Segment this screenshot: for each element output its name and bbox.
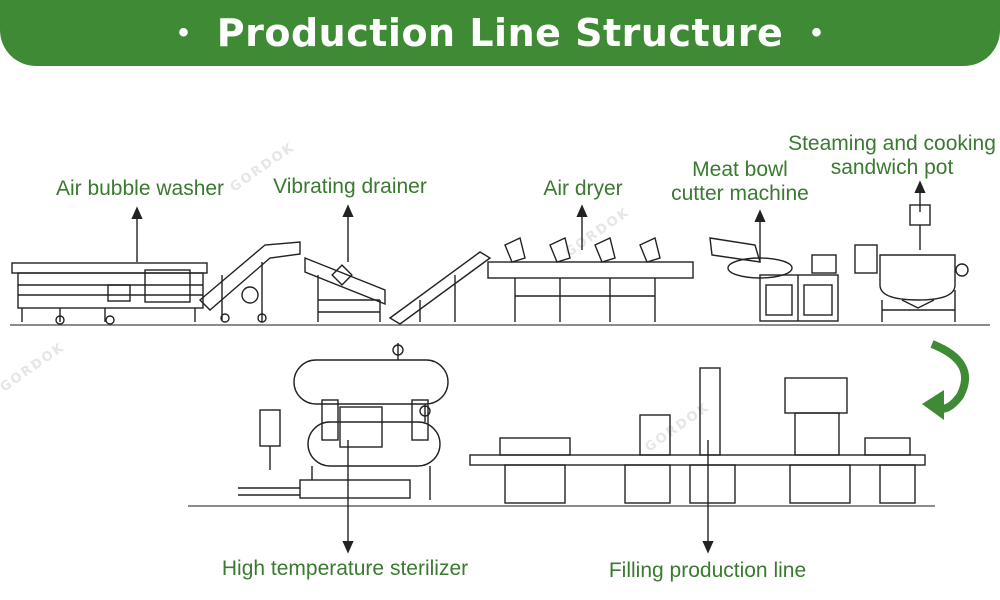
inclined-conveyor	[388, 251, 492, 325]
title-bullet-right: •	[811, 16, 822, 49]
label-air-dryer: Air dryer	[543, 177, 623, 200]
air-bubble-washer-machine	[11, 262, 208, 325]
title-bullet-left: •	[178, 16, 189, 49]
elevator-conveyor	[198, 241, 301, 323]
label-steaming-pot: Steaming and cooking sandwich pot	[786, 132, 998, 180]
label-line: Steaming and cooking	[788, 132, 996, 155]
sterilizer-machine	[238, 343, 449, 500]
flow-direction-arrow	[922, 340, 969, 420]
label-line: Meat bowl	[692, 158, 788, 181]
page-title: Production Line Structure	[216, 11, 784, 55]
vibrating-drainer-machine	[304, 256, 386, 322]
air-dryer-machine	[487, 237, 694, 322]
label-meat-bowl-cutter: Meat bowl cutter machine	[665, 158, 815, 206]
sandwich-pot-machine	[854, 204, 969, 322]
label-line: sandwich pot	[830, 156, 954, 179]
meat-bowl-cutter-machine	[709, 237, 839, 322]
label-vibrating-drainer: Vibrating drainer	[273, 175, 427, 198]
filling-line-machine	[469, 367, 926, 504]
label-sterilizer: High temperature sterilizer	[221, 557, 469, 580]
label-line: cutter machine	[671, 182, 809, 205]
title-banner: • Production Line Structure •	[0, 0, 1000, 66]
label-filling-line: Filling production line	[608, 559, 807, 582]
label-air-bubble-washer: Air bubble washer	[55, 177, 225, 200]
